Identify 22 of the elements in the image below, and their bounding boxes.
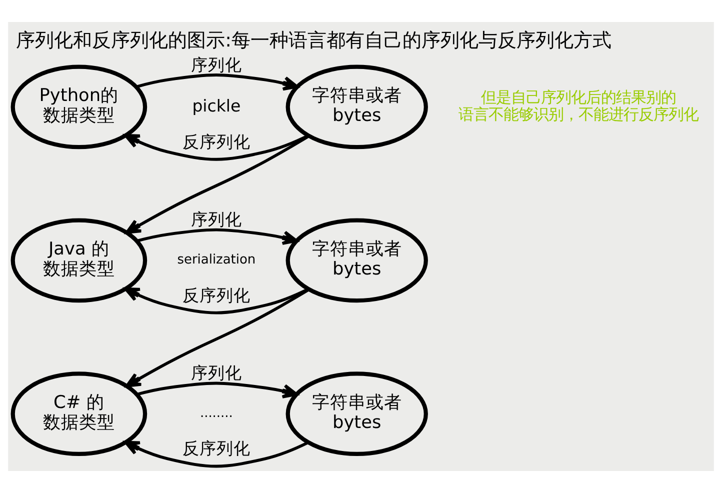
- arrow: [136, 73, 298, 90]
- diagram-title: 序列化和反序列化的图示:每一种语言都有自己的序列化与反序列化方式: [16, 29, 612, 52]
- arrow: [136, 381, 298, 398]
- arrow: [124, 134, 309, 160]
- edge-label: 反序列化: [182, 132, 250, 151]
- node-ellipse: 字符串或者bytes: [286, 371, 428, 456]
- arrow: [136, 228, 298, 244]
- label: 但是自己序列化后的结果别的语言不能够识别，不能进行反序列化: [458, 88, 699, 123]
- edge-label: 序列化: [190, 210, 242, 229]
- label: ........: [200, 406, 233, 421]
- arrow: [125, 288, 310, 387]
- label: serialization: [177, 252, 256, 268]
- edge-label: 序列化: [190, 363, 242, 382]
- arrow: [125, 134, 310, 234]
- edge-label: 序列化: [190, 55, 242, 74]
- node-ellipse: 字符串或者bytes: [286, 64, 428, 149]
- arrow: [124, 286, 309, 314]
- node-ellipse: 字符串或者bytes: [286, 218, 428, 302]
- edge-label: 反序列化: [182, 285, 250, 304]
- edge-label: 反序列化: [182, 438, 250, 458]
- arrow: [124, 440, 309, 468]
- label: pickle: [192, 96, 241, 115]
